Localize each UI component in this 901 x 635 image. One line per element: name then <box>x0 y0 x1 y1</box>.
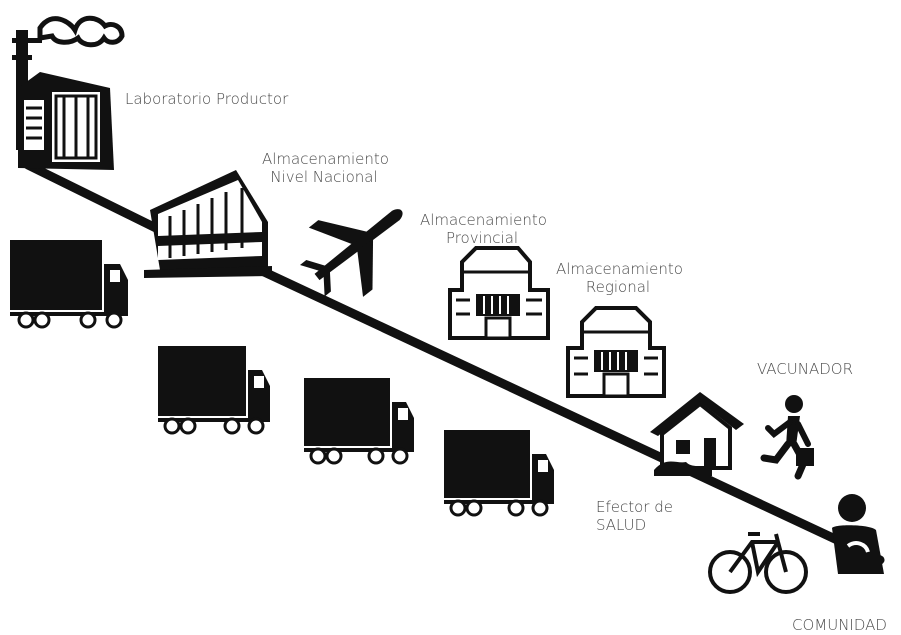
person-icon <box>832 494 884 574</box>
label-community: COMUNIDAD <box>792 616 887 634</box>
label-health-line2: SALUD <box>596 516 647 534</box>
label-provincial-line1: Almacenamiento <box>420 211 547 229</box>
label-health-line1: Efector de <box>596 498 673 516</box>
label-regional-line2: Regional <box>585 278 651 296</box>
label-provincial: Almacenamiento Provincial <box>420 211 547 247</box>
label-national-line2: Nivel Nacional <box>270 168 378 186</box>
truck-icon <box>304 378 414 465</box>
label-national-line1: Almacenamiento <box>262 150 389 168</box>
label-health: Efector de SALUD <box>596 498 673 534</box>
house-icon <box>650 392 744 476</box>
label-provincial-line2: Provincial <box>445 229 519 247</box>
running-person-icon <box>760 395 814 480</box>
truck-icon <box>158 346 270 435</box>
truck-icon <box>10 240 128 329</box>
factory-icon <box>12 15 125 170</box>
bicycle-icon <box>708 532 808 594</box>
building-icon <box>566 306 666 398</box>
warehouse-icon <box>144 170 272 278</box>
building-icon <box>448 246 550 340</box>
label-regional-line1: Almacenamiento <box>556 260 683 278</box>
label-vaccinator: VACUNADOR <box>757 360 854 378</box>
airplane-icon <box>299 209 403 297</box>
truck-icon <box>444 430 554 517</box>
label-regional: Almacenamiento Regional <box>556 260 683 296</box>
label-national: Almacenamiento Nivel Nacional <box>262 150 389 186</box>
label-producer: Laboratorio Productor <box>125 90 289 108</box>
